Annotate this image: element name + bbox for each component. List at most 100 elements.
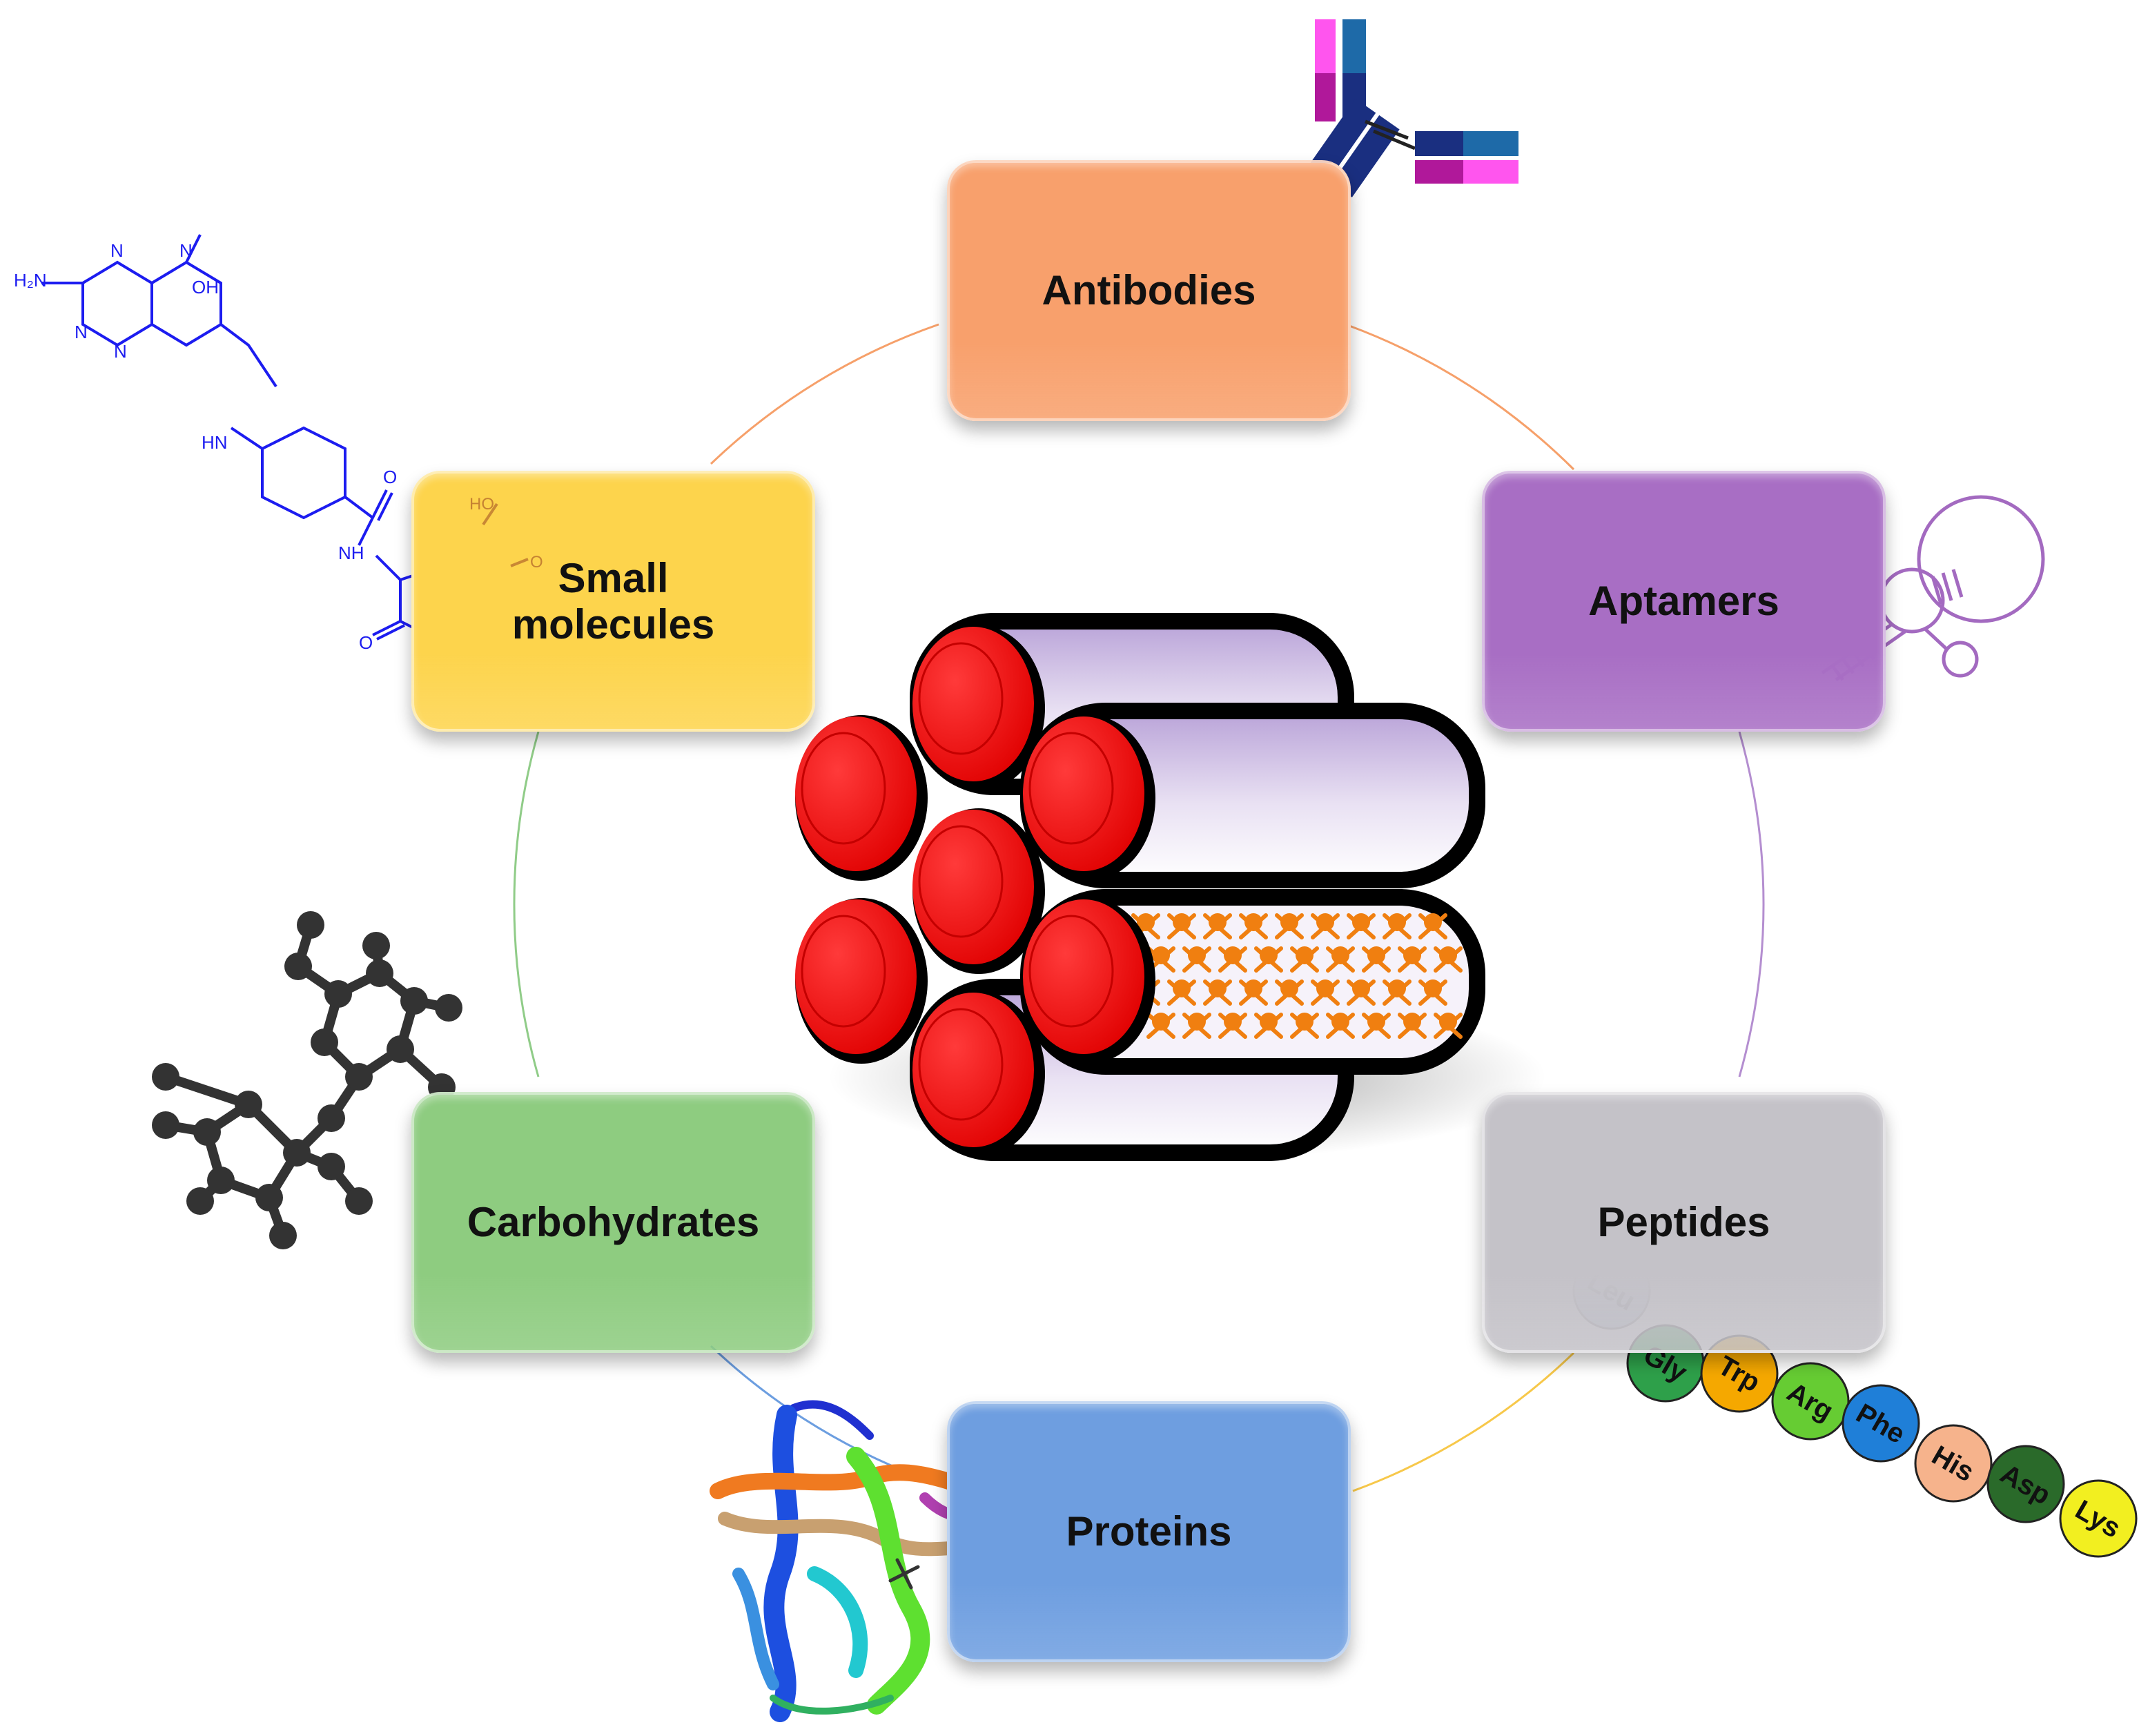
- skull-head-11: [1188, 946, 1206, 964]
- cap-3: [1023, 716, 1144, 871]
- label-small-molecules: Small molecules: [511, 554, 715, 647]
- skull-22: [1239, 979, 1268, 1006]
- mol-label-n2: N: [75, 322, 88, 342]
- cap-ring-2: [801, 732, 886, 845]
- carb-atom-14: [193, 1118, 221, 1146]
- ring-arc-antibodies-aptamers: [1349, 324, 1575, 471]
- skull-head-9: [1424, 913, 1442, 931]
- ring-arc-proteins-carbohydrates: [710, 1345, 939, 1485]
- carb-atom-5: [345, 1063, 373, 1091]
- carb-atom-21: [186, 1187, 214, 1215]
- skull-head-26: [1388, 979, 1406, 997]
- amino-acid-bead-his: [1914, 1424, 1993, 1503]
- skull-head-34: [1367, 1013, 1385, 1031]
- skull-head-22: [1244, 979, 1262, 997]
- carb-atom-16: [255, 1184, 283, 1211]
- skull-head-10: [1152, 946, 1170, 964]
- amino-acid-his: His: [1914, 1424, 1993, 1503]
- skull-30: [1218, 1013, 1247, 1039]
- skull-head-33: [1331, 1013, 1349, 1031]
- skull-head-28: [1152, 1013, 1170, 1031]
- skull-head-12: [1224, 946, 1242, 964]
- skull-29: [1182, 1013, 1211, 1039]
- carb-atom-4: [311, 1028, 338, 1056]
- carb-atom-13: [235, 1091, 262, 1118]
- carb-atom-15: [207, 1167, 235, 1194]
- small-molecule-labels: H₂N OH N N N N HN O NH O OH: [14, 240, 448, 653]
- skull-head-8: [1388, 913, 1406, 931]
- skull-17: [1398, 946, 1427, 973]
- carb-bond-23: [164, 1072, 251, 1109]
- amino-acid-arg: Arg: [1771, 1362, 1850, 1441]
- carb-atom-6: [387, 1035, 414, 1063]
- skull-head-7: [1352, 913, 1370, 931]
- skull-head-2: [1173, 913, 1191, 931]
- skull-21: [1203, 979, 1232, 1006]
- skull-26: [1383, 979, 1412, 1006]
- mol-label-h2n: H₂N: [14, 270, 47, 291]
- cap-ring-1: [918, 642, 1004, 755]
- skull-18: [1434, 946, 1463, 973]
- box-peptides: Peptides: [1482, 1092, 1886, 1353]
- skull-head-29: [1188, 1013, 1206, 1031]
- skull-head-16: [1367, 946, 1385, 964]
- skull-23: [1275, 979, 1304, 1006]
- skull-36: [1434, 1013, 1463, 1039]
- carbohydrate-structure: [152, 911, 462, 1249]
- amino-acid-phe: Phe: [1842, 1384, 1920, 1463]
- skull-head-20: [1173, 979, 1191, 997]
- cylinder-caps: [795, 625, 1155, 1157]
- cap-6: [1023, 899, 1144, 1054]
- skull-head-36: [1439, 1013, 1457, 1031]
- carb-atom-8: [366, 959, 393, 987]
- skull-25: [1347, 979, 1376, 1006]
- amino-acid-bead-asp: [1986, 1445, 2065, 1523]
- skull-head-23: [1280, 979, 1298, 997]
- ring-arc-peptides-proteins: [1352, 1352, 1575, 1492]
- mol-label-n1: N: [110, 240, 124, 261]
- skull-8: [1383, 913, 1412, 939]
- skull-12: [1218, 946, 1247, 973]
- skull-32: [1290, 1013, 1319, 1039]
- skull-9: [1418, 913, 1447, 939]
- skull-20: [1167, 979, 1196, 1006]
- mol-label-n3: N: [179, 240, 193, 261]
- carb-atom-9: [362, 932, 390, 959]
- carb-atom-1: [297, 911, 324, 939]
- skull-head-21: [1209, 979, 1227, 997]
- skull-11: [1182, 946, 1211, 973]
- carb-atom-23: [152, 1111, 179, 1139]
- cap-1: [912, 627, 1034, 781]
- box-carbohydrates: Carbohydrates: [411, 1092, 815, 1353]
- skull-head-25: [1352, 979, 1370, 997]
- amino-acid-asp: Asp: [1986, 1445, 2065, 1523]
- skull-27: [1418, 979, 1447, 1006]
- label-peptides: Peptides: [1597, 1199, 1770, 1246]
- carb-atom-17: [283, 1139, 311, 1167]
- amino-acid-trp: Trp: [1700, 1334, 1779, 1413]
- box-antibodies: Antibodies: [947, 160, 1351, 421]
- skull-14: [1290, 946, 1319, 973]
- skull-head-6: [1316, 913, 1334, 931]
- skull-head-15: [1331, 946, 1349, 964]
- mol-label-o1: O: [383, 467, 397, 487]
- skull-head-35: [1403, 1013, 1421, 1031]
- nanoparticle-bundle: [795, 613, 1546, 1161]
- skull-head-24: [1316, 979, 1334, 997]
- skull-head-3: [1209, 913, 1227, 931]
- carb-atom-7: [400, 987, 428, 1015]
- cylinder-right-lower-payload: [1020, 889, 1485, 1075]
- skull-head-27: [1424, 979, 1442, 997]
- skull-28: [1146, 1013, 1175, 1039]
- skull-4: [1239, 913, 1268, 939]
- skull-34: [1362, 1013, 1391, 1039]
- skull-head-4: [1244, 913, 1262, 931]
- skull-24: [1311, 979, 1340, 1006]
- mol-label-nh: NH: [338, 543, 364, 563]
- skull-head-30: [1224, 1013, 1242, 1031]
- skull-5: [1275, 913, 1304, 939]
- skull-13: [1254, 946, 1283, 973]
- mol-label-oh: OH: [192, 277, 219, 298]
- skull-3: [1203, 913, 1232, 939]
